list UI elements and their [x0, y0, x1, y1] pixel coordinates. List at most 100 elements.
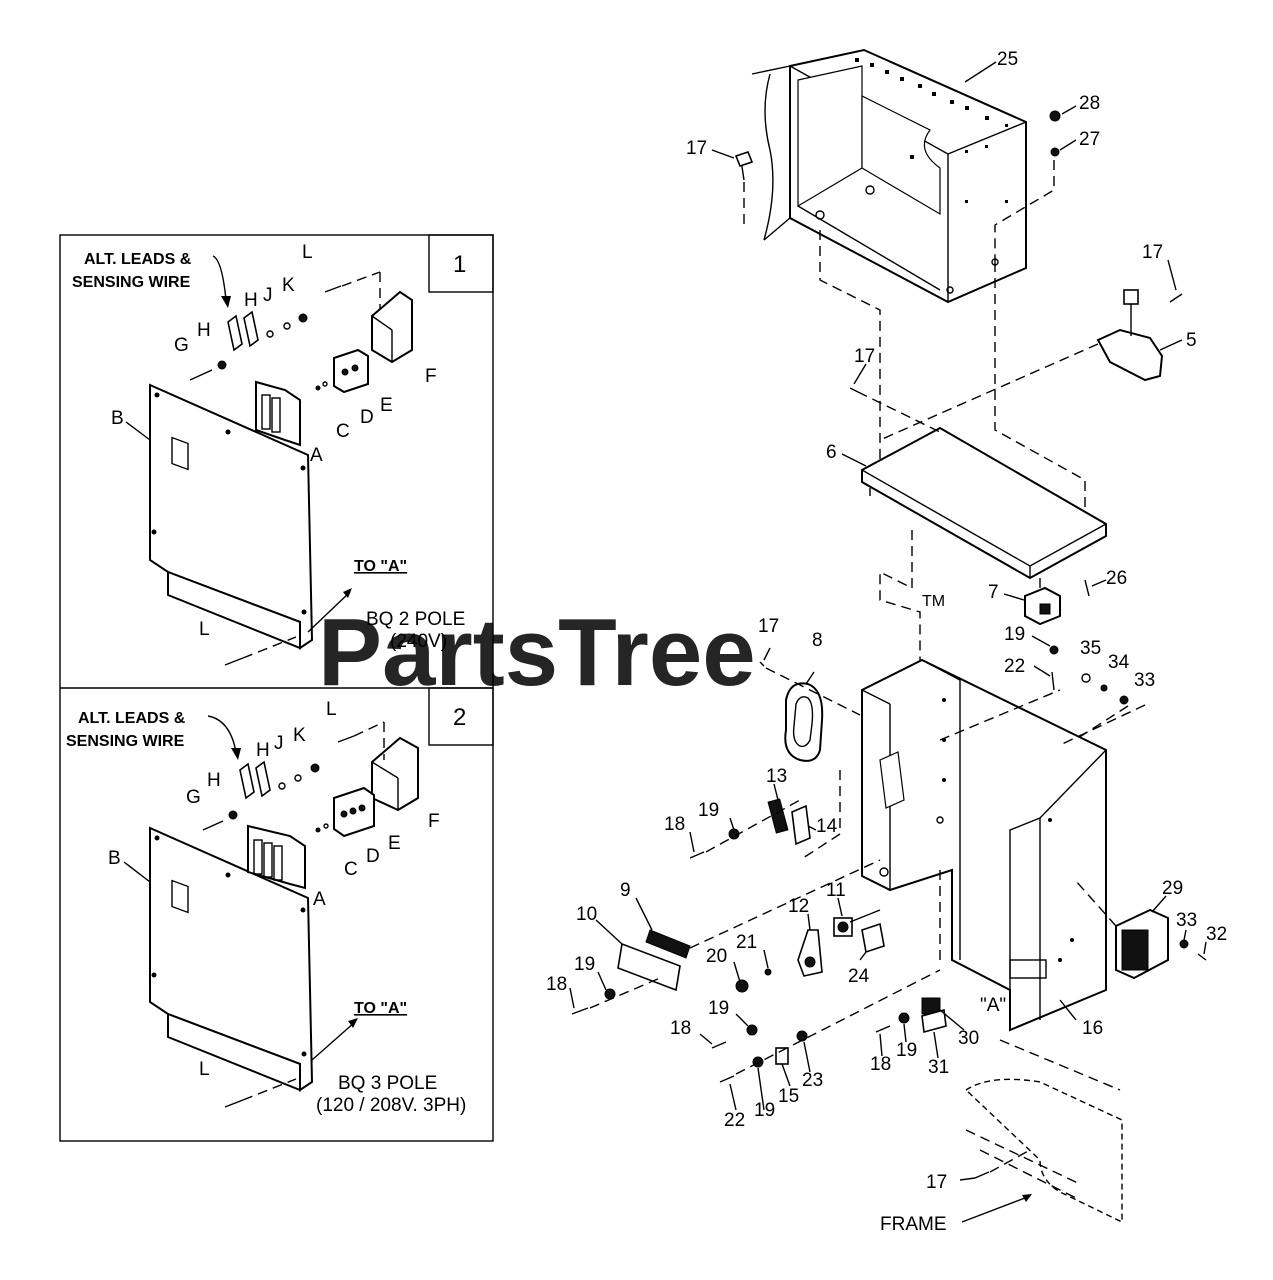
inset-2-letter-C: C [344, 859, 358, 880]
inset-1-note-arrow [212, 255, 227, 301]
callout-27: 27 [1079, 129, 1100, 150]
callout-9: 9 [620, 880, 631, 901]
inset-1-letter-L-top: L [302, 242, 313, 263]
inset-1-note-line2: SENSING WIRE [72, 274, 191, 291]
inset-2-letter-D: D [366, 846, 380, 867]
inset-2-bracket [371, 736, 419, 812]
callout-31: 31 [928, 1057, 949, 1078]
inset-2-letter-H-top: H [256, 740, 270, 761]
callout-13: 13 [766, 766, 787, 787]
callout-17-bottom: 17 [926, 1172, 947, 1193]
part-6-plate [861, 426, 1107, 580]
inset-2-note-line1: ALT. LEADS & [78, 710, 186, 727]
inset-1-number: 1 [453, 251, 466, 278]
inset-2: 2 ALT. LEADS & SENSING WIRE L H J K [66, 699, 466, 1116]
frame-section [964, 1078, 1123, 1224]
inset-1-letter-B: B [111, 408, 124, 429]
inset-2-letter-L-bottom: L [199, 1059, 210, 1080]
inset-2-letter-L-top: L [326, 699, 337, 720]
callout-15: 15 [778, 1086, 799, 1107]
callout-17-right: 17 [1142, 242, 1163, 263]
callout-28: 28 [1079, 93, 1100, 114]
callout-19-e: 19 [754, 1100, 775, 1121]
inset-2-letter-B: B [108, 848, 121, 869]
callout-16: 16 [1082, 1018, 1103, 1039]
inset-2-letter-A: A [313, 889, 326, 910]
callout-26: 26 [1106, 568, 1127, 589]
callout-22-a: 22 [1004, 656, 1025, 677]
callout-17-mid: 17 [854, 346, 875, 367]
part-11-fitting [833, 917, 853, 937]
callout-32: 32 [1206, 924, 1227, 945]
callout-12: 12 [788, 896, 809, 917]
inset-1-letter-E: E [380, 395, 393, 416]
watermark-trademark: TM [922, 593, 945, 610]
inset-1-letter-A: A [310, 445, 323, 466]
inset-2-to-a-label: TO "A" [354, 1000, 407, 1017]
inset-2-letter-F: F [428, 811, 440, 832]
callout-19-d: 19 [708, 998, 729, 1019]
inset-1-pole-line1: BQ 2 POLE [366, 609, 465, 630]
inset-1-letter-K: K [282, 275, 295, 296]
callout-19-b: 19 [698, 800, 719, 821]
part-5-module [1096, 289, 1183, 382]
callout-7: 7 [988, 582, 999, 603]
main-assembly-drawing: 25 28 27 17 17 5 17 6 26 7 19 22 35 34 3… [546, 48, 1227, 1235]
inset-1-note-line1: ALT. LEADS & [84, 251, 192, 268]
inset-2-number: 2 [453, 704, 466, 731]
part-29-module [1115, 908, 1169, 980]
inset-1-letter-C: C [336, 421, 350, 442]
inset-1-letter-F: F [425, 366, 437, 387]
callout-18-a: 18 [664, 814, 685, 835]
part-9-terminal-strip [617, 929, 691, 992]
leader-lines [569, 61, 1207, 1181]
callout-23: 23 [802, 1070, 823, 1091]
callout-35: 35 [1080, 638, 1101, 659]
callout-21: 21 [736, 932, 757, 953]
callout-29: 29 [1162, 878, 1183, 899]
inset-1-letter-H: H [197, 320, 211, 341]
inset-1-letter-J: J [263, 285, 273, 306]
inset-2-pole-line1: BQ 3 POLE [338, 1073, 437, 1094]
callout-18-c: 18 [670, 1018, 691, 1039]
inset-1-letter-D: D [360, 407, 374, 428]
callout-17-b: 17 [758, 616, 779, 637]
inset-2-pole-line2: (120 / 208V. 3PH) [316, 1095, 466, 1116]
inset-1: 1 ALT. LEADS & SENSING WIRE [72, 242, 466, 666]
callout-18-b: 18 [546, 974, 567, 995]
callout-10: 10 [576, 904, 597, 925]
callout-8: 8 [812, 630, 823, 651]
callout-5: 5 [1186, 330, 1197, 351]
part-8-gasket [784, 682, 824, 762]
callout-34: 34 [1108, 652, 1130, 673]
inset-2-note-line2: SENSING WIRE [66, 733, 185, 750]
callout-25: 25 [997, 49, 1018, 70]
inset-1-terminal-block [333, 348, 369, 394]
inset-1-letter-G: G [174, 335, 189, 356]
inset-1-to-a-label: TO "A" [354, 558, 407, 575]
inset-2-letter-J: J [274, 733, 284, 754]
callout-30: 30 [958, 1028, 979, 1049]
inset-panel-frame [59, 234, 494, 1142]
inset-2-letter-G: G [186, 787, 201, 808]
callout-19-f: 19 [896, 1040, 917, 1061]
inset-1-letter-L-bottom: L [199, 619, 210, 640]
inset-1-bracket [371, 290, 413, 364]
callout-18-d: 18 [870, 1054, 891, 1075]
callout-33-b: 33 [1176, 910, 1197, 931]
callout-19-a: 19 [1004, 624, 1025, 645]
callout-11: 11 [826, 880, 846, 901]
enclosure-box [751, 48, 1027, 304]
inset-2-letter-E: E [388, 833, 401, 854]
inset-2-letter-H: H [207, 770, 221, 791]
callout-6: 6 [826, 442, 837, 463]
callout-17-top-left: 17 [686, 138, 707, 159]
inset-1-letter-H-top: H [244, 290, 258, 311]
part-16-housing [861, 658, 1107, 1032]
callout-24: 24 [848, 966, 870, 987]
callout-20: 20 [706, 946, 727, 967]
callout-14: 14 [816, 816, 838, 837]
inset-2-letter-K: K [293, 725, 306, 746]
part-7-relay [1024, 586, 1061, 626]
